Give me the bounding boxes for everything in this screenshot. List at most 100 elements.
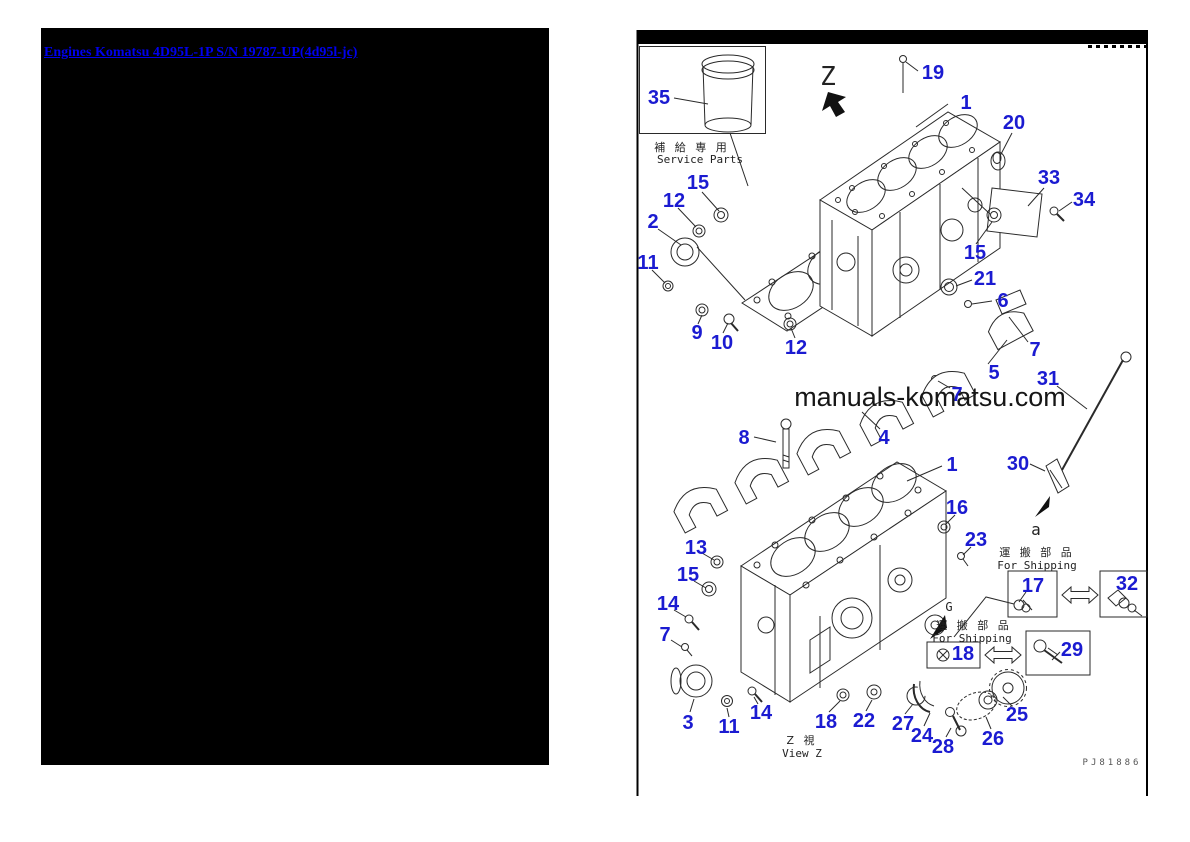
- callout-22-38: 22: [853, 710, 875, 732]
- leader-15-10: [975, 221, 993, 245]
- callout-7-31: 7: [659, 624, 670, 646]
- watermark: manuals-komatsu.com: [794, 382, 1066, 412]
- callout-35-0: 35: [648, 87, 670, 109]
- g-marker-arrow: [930, 615, 947, 639]
- shipping-box-32: [1099, 570, 1148, 618]
- callout-20-3: 20: [1003, 112, 1025, 134]
- leader-5-17: [987, 339, 1008, 365]
- callout-15-10: 15: [964, 242, 986, 264]
- callout-28-41: 28: [932, 736, 954, 758]
- g-marker: G: [945, 600, 952, 614]
- leader-28-41: [945, 727, 952, 738]
- shipping-label-2-jp: 運 搬 部 品: [936, 618, 1012, 632]
- z-marker: Z: [820, 62, 836, 92]
- leader-13-26: [701, 552, 715, 561]
- leader-12-15: [790, 327, 796, 339]
- leader-18-37: [828, 700, 841, 713]
- callout-19-1: 19: [922, 62, 944, 84]
- callout-32-30: 32: [1116, 573, 1138, 595]
- callout-18-32: 18: [952, 643, 974, 665]
- leader-2-8: [657, 228, 682, 246]
- leader-7-16: [1008, 316, 1029, 343]
- leader-10-14: [722, 322, 729, 334]
- leader-25-43: [1002, 696, 1013, 707]
- left-black-panel: [41, 28, 549, 765]
- callout-24-40: 24: [911, 725, 934, 747]
- shipping-label-1-jp: 運 搬 部 品: [999, 545, 1075, 559]
- cylinder-block-lower-art: [670, 461, 1027, 737]
- cylinder-block-upper-art: [662, 111, 1065, 383]
- leader-15-6: [701, 191, 720, 212]
- callout-15-27: 15: [677, 564, 699, 586]
- callout-5-17: 5: [988, 362, 999, 384]
- plate-number: PJ81886: [1083, 758, 1142, 768]
- a-marker: a: [1031, 520, 1041, 539]
- callout-6-12: 6: [997, 290, 1008, 312]
- leader-16-24: [945, 514, 956, 525]
- view-z-label-jp: Z 視: [786, 733, 817, 747]
- callout-9-13: 9: [691, 322, 702, 344]
- callout-14-36: 14: [750, 702, 773, 724]
- leader-24-40: [923, 712, 931, 727]
- leader-1-2: [915, 103, 949, 128]
- leader-8-20: [753, 436, 777, 443]
- callout-14-28: 14: [657, 593, 680, 615]
- leader-7-31: [670, 639, 683, 648]
- callout-16-24: 16: [946, 497, 968, 519]
- callout-23-25: 23: [965, 529, 987, 551]
- callout-1-2: 1: [960, 92, 971, 114]
- callout-7-16: 7: [1029, 339, 1040, 361]
- callout-17-29: 17: [1022, 575, 1044, 597]
- leader-22-38: [865, 699, 873, 712]
- callout-27-39: 27: [892, 713, 914, 735]
- shipping-box-18: [926, 641, 981, 669]
- shipping-box-29: [1025, 630, 1091, 676]
- shipping-label-1-en: For Shipping: [997, 559, 1076, 572]
- leader-12-7: [677, 207, 697, 228]
- swap-arrow-17-32: [1061, 585, 1099, 605]
- callout-21-11: 21: [974, 268, 996, 290]
- engine-model-link[interactable]: Engines Komatsu 4D95L-1P S/N 19787-UP(4d…: [44, 45, 358, 60]
- leader-14-36: [753, 696, 759, 705]
- leader-14-28: [673, 609, 687, 618]
- service-parts-box: [639, 46, 766, 187]
- callout-11-35: 11: [718, 716, 739, 738]
- leader-9-13: [697, 314, 703, 325]
- callout-1-22: 1: [946, 454, 957, 476]
- leader-19-1: [905, 61, 919, 72]
- leader-6-12: [971, 300, 993, 305]
- callout-31-18: 31: [1037, 368, 1059, 390]
- leader-30-23: [1029, 463, 1046, 472]
- view-z-label-en: View Z: [782, 747, 822, 760]
- screw-19-art: [899, 55, 907, 93]
- callout-4-21: 4: [878, 427, 890, 449]
- leader-1-22: [906, 465, 943, 482]
- callout-18-37: 18: [815, 711, 837, 733]
- leader-20-3: [999, 132, 1013, 157]
- leader-33-4: [1027, 187, 1045, 207]
- bearing-caps-art: [673, 289, 1034, 534]
- leader-15-27: [693, 580, 707, 589]
- service-parts-label-jp: 補 給 専 用: [654, 140, 730, 154]
- callout-33-4: 33: [1038, 167, 1060, 189]
- callout-2-8: 2: [647, 211, 658, 233]
- leader-17-29: [1018, 591, 1027, 603]
- leader-34-5: [1058, 201, 1073, 212]
- callout-25-43: 25: [1006, 704, 1028, 726]
- leader-3-34: [689, 698, 695, 713]
- leader-4-21: [861, 411, 881, 430]
- callout-7-19: 7: [951, 384, 962, 406]
- callout-34-5: 34: [1073, 189, 1096, 211]
- view-z-arrow: [822, 92, 846, 117]
- callout-13-26: 13: [685, 537, 707, 559]
- callout-10-14: 10: [711, 332, 733, 354]
- service-parts-label-en: Service Parts: [657, 153, 743, 166]
- leader-11-9: [651, 269, 666, 284]
- callout-3-34: 3: [682, 712, 693, 734]
- callout-12-15: 12: [785, 337, 807, 359]
- callout-30-23: 30: [1007, 453, 1029, 475]
- dipstick-art: [1035, 351, 1132, 517]
- leader-23-25: [962, 546, 972, 556]
